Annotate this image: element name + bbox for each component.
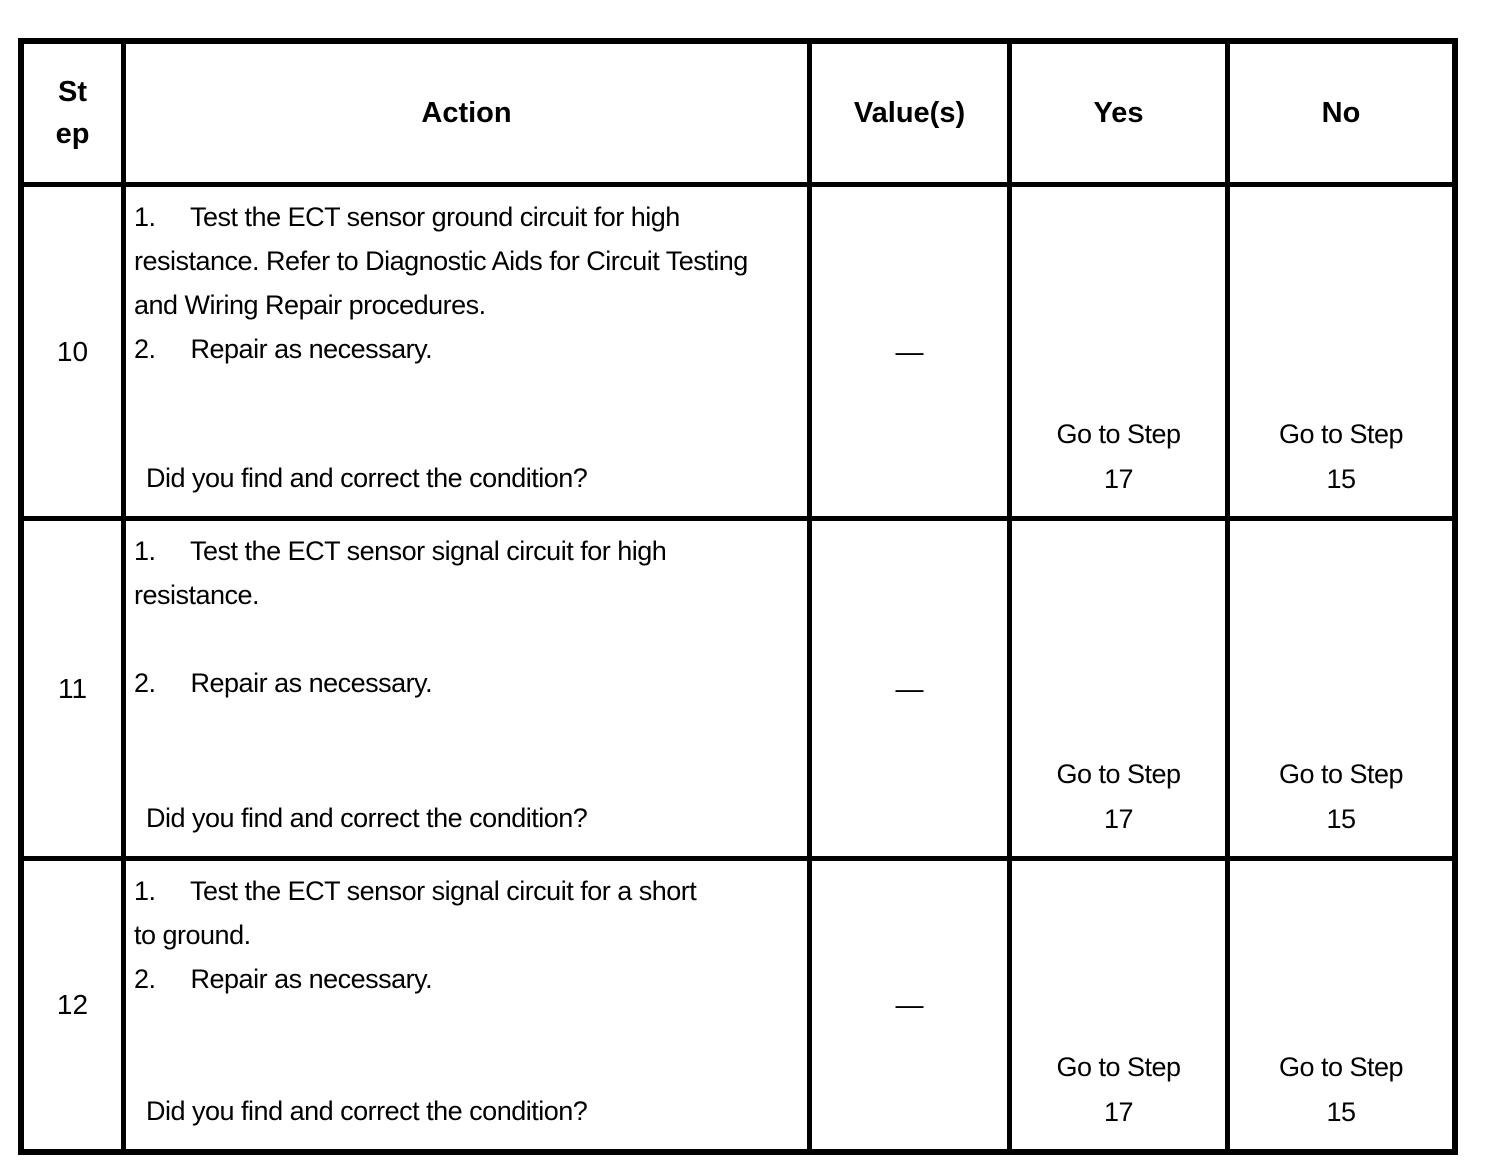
action-line: 1. Test the ECT sensor ground circuit fo… — [134, 202, 680, 232]
value-dash: — — [895, 989, 924, 1020]
value-dash: — — [895, 672, 924, 704]
action-line: 2. Repair as necessary. — [134, 668, 433, 698]
action-line: and Wiring Repair procedures. — [134, 290, 486, 320]
value-cell: — — [812, 521, 1012, 861]
goto-text: Go to Step — [1056, 759, 1181, 789]
header-action: Action — [126, 44, 812, 187]
header-step: St ep — [24, 44, 126, 187]
action-line — [134, 617, 801, 661]
step-number: 10 — [56, 335, 89, 367]
goto-step-number: 15 — [1326, 464, 1356, 494]
goto-text: Go to Step — [1278, 759, 1404, 789]
step-cell: 11 — [24, 521, 126, 861]
goto-step-number: 17 — [1103, 1097, 1134, 1127]
action-cell: 1. Test the ECT sensor ground circuit fo… — [126, 187, 812, 521]
yes-cell: Go to Step 17 — [1012, 861, 1230, 1149]
goto-text: Go to Step — [1056, 419, 1181, 449]
goto-step-number: 17 — [1103, 804, 1134, 834]
action-line: 2. Repair as necessary. — [134, 964, 433, 994]
header-step-line2: ep — [55, 118, 90, 150]
step-cell: 12 — [24, 861, 126, 1149]
goto-step-number: 15 — [1326, 1097, 1356, 1127]
step-cell: 10 — [24, 187, 126, 521]
action-line: 1. Test the ECT sensor signal circuit fo… — [134, 536, 667, 566]
header-yes: Yes — [1012, 44, 1230, 187]
value-dash: — — [895, 335, 924, 367]
action-line: resistance. Refer to Diagnostic Aids for… — [134, 246, 748, 276]
yes-cell: Go to Step 17 — [1012, 521, 1230, 861]
action-cell: 1. Test the ECT sensor signal circuit fo… — [126, 521, 812, 861]
action-line: 1. Test the ECT sensor signal circuit fo… — [134, 876, 697, 906]
goto-step-number: 15 — [1326, 804, 1356, 834]
question-text: Did you find and correct the condition? — [146, 1096, 588, 1126]
goto-step-number: 17 — [1103, 464, 1134, 494]
diagnostic-table: St ep Action Value(s) Yes No 10 1. Test … — [18, 38, 1458, 1155]
no-cell: Go to Step 15 — [1230, 187, 1452, 521]
value-cell: — — [812, 187, 1012, 521]
action-line: resistance. — [134, 580, 260, 610]
question-text: Did you find and correct the condition? — [146, 803, 588, 833]
no-cell: Go to Step 15 — [1230, 521, 1452, 861]
step-number: 11 — [57, 672, 88, 704]
header-no: No — [1230, 44, 1452, 187]
question-text: Did you find and correct the condition? — [146, 463, 588, 493]
header-step-line1: St — [58, 76, 87, 108]
value-cell: — — [812, 861, 1012, 1149]
no-cell: Go to Step 15 — [1230, 861, 1452, 1149]
action-line: 2. Repair as necessary. — [134, 334, 433, 364]
goto-text: Go to Step — [1278, 1052, 1404, 1082]
goto-text: Go to Step — [1278, 419, 1404, 449]
header-values: Value(s) — [812, 44, 1012, 187]
yes-cell: Go to Step 17 — [1012, 187, 1230, 521]
goto-text: Go to Step — [1056, 1052, 1181, 1082]
action-line: to ground. — [134, 920, 251, 950]
action-cell: 1. Test the ECT sensor signal circuit fo… — [126, 861, 812, 1149]
step-number: 12 — [56, 989, 89, 1020]
